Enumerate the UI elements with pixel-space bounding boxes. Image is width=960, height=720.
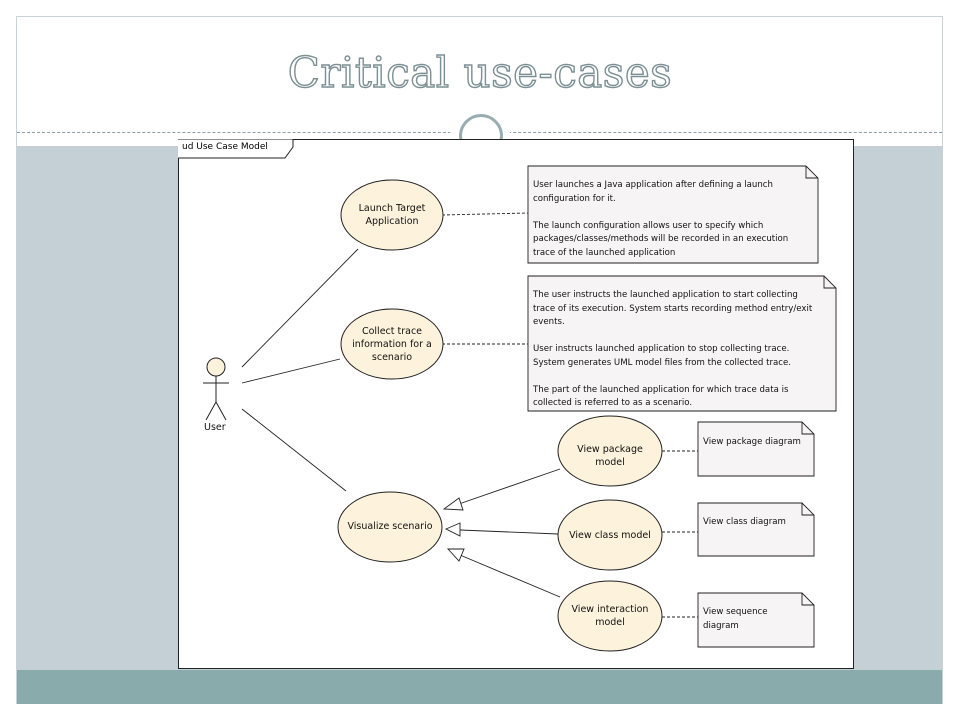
usecase-class-label: View class model [569,530,651,541]
gen-package [455,468,561,506]
usecase-visualize [337,491,443,563]
note-collect-text: The user instructs the launched applicat… [533,290,813,408]
note-sequence [697,592,815,648]
usecase-class [557,499,663,571]
slide-title: Critical use-cases [287,47,673,97]
usecase-visualize-label: Visualize scenario [347,521,433,532]
footer-band [17,670,942,704]
usecase-package [557,415,663,487]
gen-class-arrowhead [444,522,461,537]
note-sequence-text: View sequence diagram [703,607,768,631]
note-link-launch [441,212,529,216]
gen-interaction [459,554,561,598]
frame-tag-label: ud Use Case Model [182,142,268,152]
note-package [697,421,815,477]
assoc-launch [241,248,359,368]
assoc-visualize [241,408,347,492]
note-class-text: View class diagram [703,517,786,527]
actor-label: User [204,422,226,433]
note-launch [527,165,819,264]
gen-interaction-arrowhead [446,548,465,562]
assoc-collect [241,358,341,384]
usecase-interaction [557,580,663,652]
note-class [697,502,815,557]
note-launch-text: User launches a Java application after d… [533,180,789,258]
gen-package-arrowhead [442,497,464,511]
usecase-collect [340,308,444,380]
gen-class [459,529,559,535]
note-collect [527,275,837,412]
usecase-launch [340,179,444,251]
actor-figure [203,357,229,421]
note-package-text: View package diagram [703,437,801,447]
frame-tag [178,139,294,159]
use-case-diagram [178,139,837,652]
